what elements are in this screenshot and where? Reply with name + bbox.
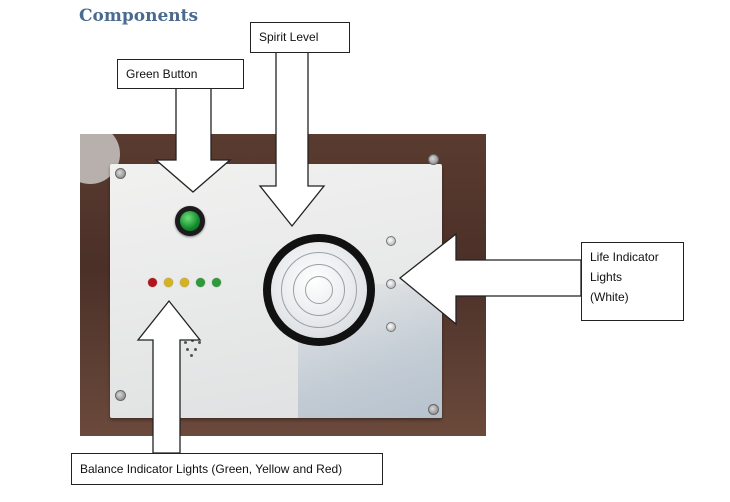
level-ring bbox=[293, 264, 345, 316]
spirit-level-bubble-face bbox=[271, 242, 367, 338]
speaker-hole bbox=[190, 354, 193, 357]
balance-led-yellow bbox=[180, 278, 189, 287]
speaker-hole bbox=[194, 348, 197, 351]
life-indicator-label: Life Indicator Lights (White) bbox=[581, 242, 684, 321]
balance-led-green bbox=[196, 278, 205, 287]
spirit-level-arrow bbox=[258, 51, 326, 228]
speaker-hole bbox=[198, 341, 201, 344]
level-ring bbox=[305, 276, 333, 304]
screw-icon bbox=[428, 154, 439, 165]
life-light-icon bbox=[386, 279, 396, 289]
spirit-level-label: Spirit Level bbox=[250, 22, 350, 53]
screw-icon bbox=[115, 168, 126, 179]
green-button-icon bbox=[175, 206, 205, 236]
spirit-level-icon bbox=[263, 234, 375, 346]
speaker-hole bbox=[186, 348, 189, 351]
life-light-icon bbox=[386, 236, 396, 246]
green-button-cap bbox=[180, 211, 200, 231]
green-button-label: Green Button bbox=[117, 59, 244, 89]
speaker-hole bbox=[184, 341, 187, 344]
balance-indicator-label: Balance Indicator Lights (Green, Yellow … bbox=[71, 453, 383, 485]
balance-indicator-arrow bbox=[136, 299, 202, 454]
life-light-icon bbox=[386, 322, 396, 332]
life-indicator-label-line: Lights bbox=[590, 270, 623, 284]
balance-led-red bbox=[148, 278, 157, 287]
life-indicator-arrow bbox=[398, 232, 582, 326]
screw-icon bbox=[428, 404, 439, 415]
balance-led-green bbox=[212, 278, 221, 287]
life-indicator-label-line: Life Indicator bbox=[590, 250, 659, 264]
screw-icon bbox=[115, 390, 126, 401]
page-heading: Components bbox=[79, 6, 199, 26]
life-indicator-label-line: (White) bbox=[590, 290, 629, 304]
balance-led-yellow bbox=[164, 278, 173, 287]
device-photo bbox=[80, 134, 486, 436]
green-button-arrow bbox=[154, 87, 232, 193]
level-ring bbox=[281, 252, 357, 328]
